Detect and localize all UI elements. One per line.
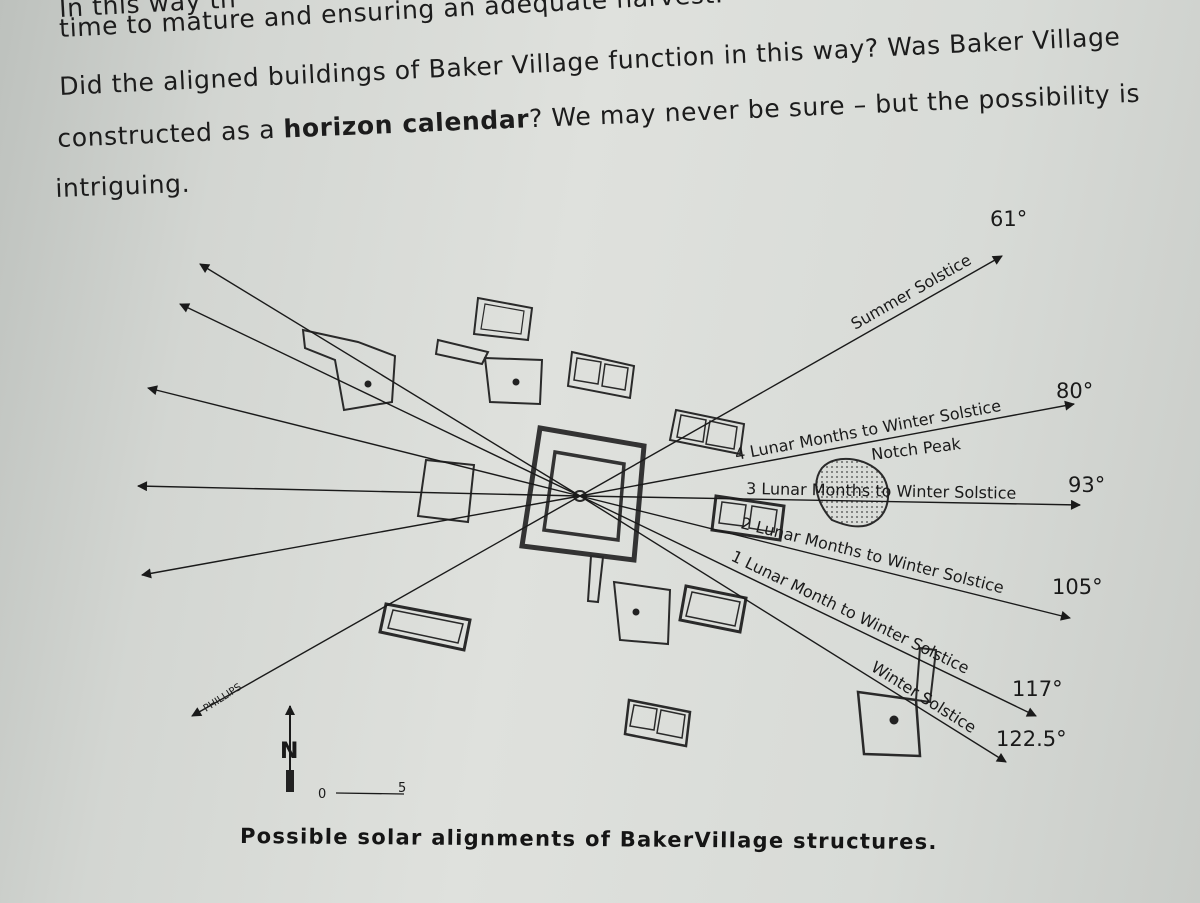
- notch-peak-label: Notch Peak: [870, 434, 962, 464]
- one-lunar-month-arrow: [579, 495, 1037, 717]
- angle-label: 80°: [1056, 379, 1093, 403]
- alignment-label: Summer Solstice: [848, 250, 975, 333]
- building-outline: [387, 609, 464, 644]
- scale-end: 5: [398, 781, 406, 796]
- alignment-label: 3 Lunar Months to Winter Solstice: [746, 479, 1017, 503]
- back-arrow-one-lunar-month: [179, 303, 581, 497]
- building-outline: [623, 698, 692, 748]
- north-arrow: N: [280, 705, 298, 792]
- artist-signature: PHILLIPS: [202, 682, 244, 715]
- building-outline: [586, 554, 605, 604]
- back-arrow-summer-solstice: [191, 495, 581, 717]
- building-outline: [718, 501, 747, 527]
- hearth-dot: [512, 378, 520, 386]
- angle-label: 122.5°: [996, 727, 1067, 751]
- building-outline: [656, 709, 686, 739]
- winter-solstice-arrow: [579, 495, 1007, 763]
- building-outline: [629, 704, 658, 731]
- building-outline: [612, 580, 672, 646]
- alignment-labels: Summer Solstice 61° 4 Lunar Months to Wi…: [728, 207, 1105, 751]
- four-lunar-months-arrow: [579, 400, 1075, 497]
- hearth-dot: [632, 608, 640, 616]
- building-outline: [573, 357, 602, 385]
- angle-label: 61°: [990, 207, 1027, 231]
- back-arrow-four-lunar-months: [141, 495, 581, 579]
- building-outline: [676, 414, 707, 443]
- building-outline: [416, 458, 476, 524]
- angle-label: 93°: [1068, 473, 1105, 497]
- building-outline: [914, 646, 938, 704]
- building-outline: [748, 505, 778, 533]
- building-outline: [710, 494, 786, 542]
- building-outline: [566, 350, 636, 400]
- building-outline: [601, 363, 629, 391]
- alignment-label: 4 Lunar Months to Winter Solstice: [733, 396, 1002, 464]
- alignment-arrows: [137, 255, 1081, 763]
- back-arrow-three-lunar-months: [137, 481, 581, 497]
- building-outline: [542, 449, 626, 542]
- scale-bar: 0 5: [318, 781, 406, 802]
- building-outline: [678, 584, 748, 634]
- building-outline: [705, 420, 738, 450]
- back-arrow-two-lunar-months: [147, 385, 581, 497]
- building-outline: [480, 303, 525, 335]
- summer-solstice-arrow: [579, 255, 1003, 497]
- building-outline: [483, 356, 544, 406]
- structure-outlines: [301, 296, 938, 758]
- scale-start: 0: [318, 787, 326, 802]
- two-lunar-months-arrow: [579, 495, 1071, 621]
- back-arrow-winter-solstice: [199, 263, 581, 497]
- angle-label: 105°: [1052, 575, 1103, 599]
- notch-peak-outline: [815, 457, 890, 528]
- building-outline: [668, 408, 746, 456]
- building-outline: [301, 328, 397, 412]
- three-lunar-months-arrow: [579, 495, 1081, 510]
- angle-label: 117°: [1012, 677, 1063, 701]
- building-outline: [472, 296, 534, 342]
- north-label: N: [280, 739, 298, 764]
- building-outline: [685, 591, 741, 627]
- building-outline: [434, 338, 490, 366]
- building-outline: [519, 425, 647, 563]
- building-outline: [378, 602, 472, 652]
- hearth-dot: [364, 380, 372, 388]
- building-outline: [856, 690, 922, 758]
- hearth-dot: [889, 715, 899, 725]
- hearth-markers: [364, 378, 899, 725]
